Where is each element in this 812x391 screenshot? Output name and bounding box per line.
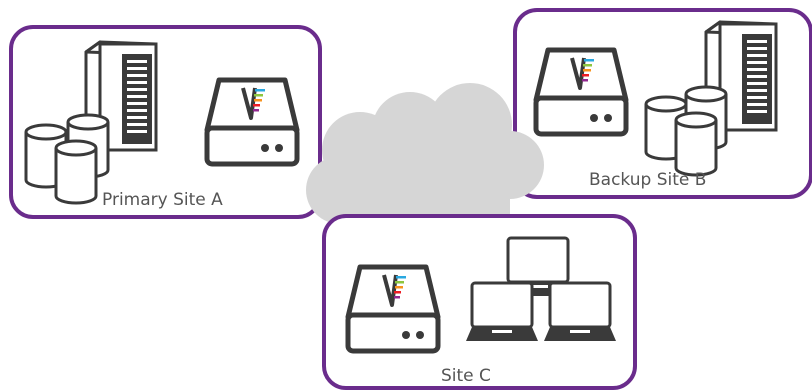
backup-appliance-icon [536,50,626,134]
laptop-icon [464,281,540,343]
backup-site-label: Backup Site B [589,170,707,190]
database-stack-icon [674,111,718,177]
primary-site-label: Primary Site A [102,190,223,210]
database-stack-icon [54,139,98,205]
backup-appliance-icon [348,267,438,351]
site-c-label: Site C [441,366,491,386]
laptop-icon [542,281,618,343]
backup-appliance-icon [207,80,297,164]
